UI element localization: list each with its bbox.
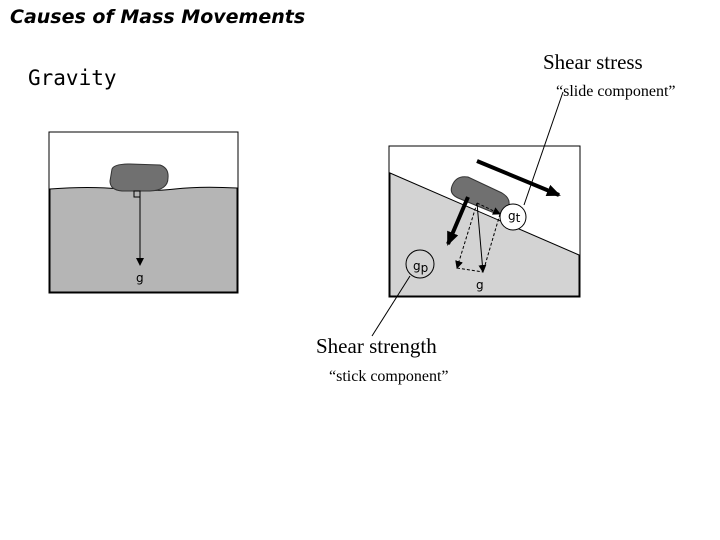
- shear-stress-arrow: [476, 159, 561, 197]
- page-title: Causes of Mass Movements: [10, 6, 306, 28]
- gp-sub: p: [421, 261, 429, 275]
- gravity-vector-slope: [476, 202, 487, 273]
- gt-circle: [499, 203, 527, 231]
- gp-circle: [405, 249, 435, 279]
- gt-base: g: [508, 209, 516, 223]
- gt-sub: t: [516, 211, 521, 225]
- shear-stress-leader: [523, 91, 564, 206]
- subtitle-gravity: Gravity: [28, 66, 117, 90]
- stick-component-note: “stick component”: [329, 368, 449, 385]
- g-label-flat: g: [136, 271, 144, 285]
- g-label-slope: g: [476, 278, 484, 292]
- gt-label: gt: [508, 209, 521, 225]
- perpendicular-component: [455, 202, 478, 269]
- parallelogram-edge-b: [456, 267, 484, 273]
- tangential-component: [476, 202, 501, 215]
- slide-component-note: “slide component”: [556, 83, 676, 100]
- gp-label: gp: [413, 259, 428, 275]
- shear-strength-arrow: [446, 196, 470, 246]
- gp-base: g: [413, 259, 421, 273]
- shear-strength-label: Shear strength: [316, 334, 437, 358]
- flat-ground-panel: g: [48, 131, 239, 294]
- shear-strength-leader: [371, 275, 411, 337]
- slope-panel: gt gp g: [388, 145, 581, 298]
- rock-flat: [109, 163, 169, 192]
- parallelogram-edge-a: [482, 213, 501, 273]
- shear-stress-label: Shear stress: [543, 50, 643, 74]
